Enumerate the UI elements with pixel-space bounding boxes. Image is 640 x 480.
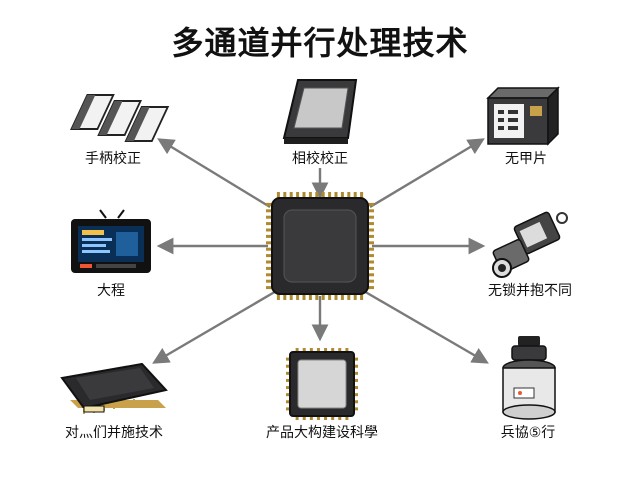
arrow-bottom-left [152,288,279,364]
ic-package-icon [60,362,168,414]
node-label-top-left: 手柄校正 [85,151,141,167]
stacked-bars-icon [70,94,170,142]
device-box-icon [486,86,560,146]
arrow-top-right [369,138,485,209]
square-chip-icon [286,348,358,420]
node-label-mid-right: 无锁并抱不同 [488,283,572,299]
monitor-icon [71,209,151,273]
diagram-title: 多通道并行处理技术 [171,24,469,62]
node-label-bottom-left: 对灬们并施技术 [65,425,163,441]
node-label-top: 相校校正 [292,151,348,167]
cylinder-sensor-icon [502,336,556,420]
processor-chip-icon [266,192,374,300]
display-panel-icon [282,79,358,144]
node-label-top-right: 无甲片 [505,151,547,167]
node-label-bottom: 产品大构建设科學 [266,425,378,441]
node-label-mid-left: 大程 [97,283,125,299]
node-label-bottom-right: 兵協⑤行 [500,425,556,441]
camera-module-icon [492,211,568,278]
connector-arrows [152,138,489,364]
arrow-bottom-right [361,288,489,364]
arrow-top-left [157,138,271,209]
